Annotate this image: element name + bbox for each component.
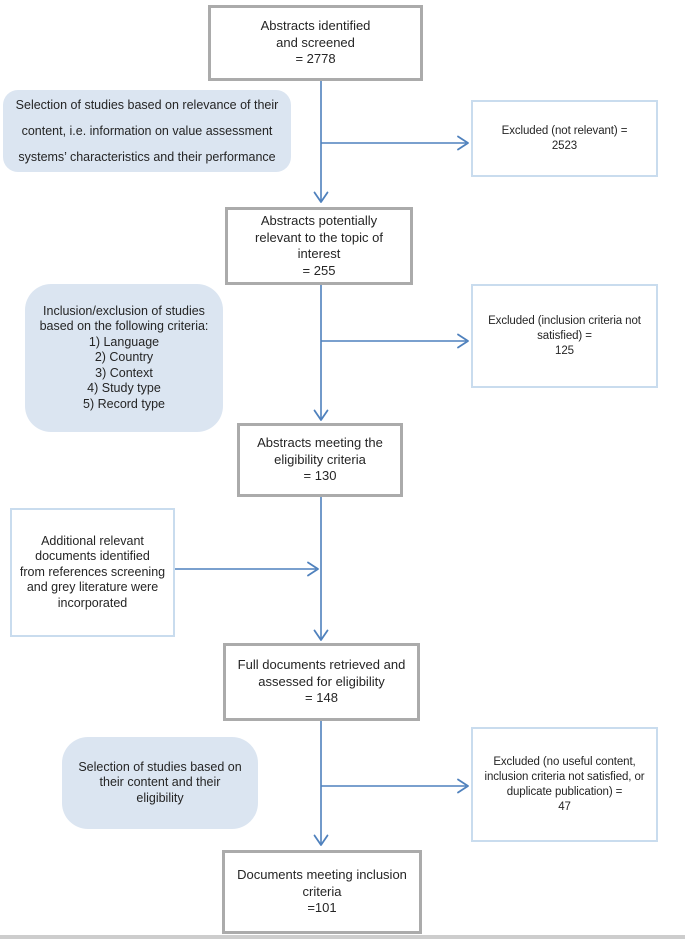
note-inclusion-exclusion-criteria: Inclusion/exclusion of studies based on …: [25, 284, 223, 432]
box-documents-meeting-inclusion: Documents meeting inclusion criteria =10…: [222, 850, 422, 934]
box-documents-meeting-inclusion-text: Documents meeting inclusion criteria =10…: [237, 867, 407, 916]
arrow-full-documents-to-inclusion: [313, 721, 329, 846]
box-excluded-criteria-not-satisfied-text: Excluded (inclusion criteria not satisfi…: [488, 314, 641, 357]
box-excluded-no-useful-content-text: Excluded (no useful content, inclusion c…: [484, 755, 645, 813]
box-excluded-not-relevant-text: Excluded (not relevant) = 2523: [501, 124, 628, 152]
box-excluded-not-relevant: Excluded (not relevant) = 2523: [471, 100, 658, 177]
box-additional-documents: Additional relevant documents identified…: [10, 508, 175, 637]
box-abstracts-meeting-eligibility-text: Abstracts meeting the eligibility criter…: [257, 435, 383, 484]
box-abstracts-potentially-relevant: Abstracts potentially relevant to the to…: [225, 207, 413, 285]
box-excluded-criteria-not-satisfied: Excluded (inclusion criteria not satisfi…: [471, 284, 658, 388]
box-abstracts-identified: Abstracts identified and screened = 2778: [208, 5, 423, 81]
box-abstracts-identified-text: Abstracts identified and screened = 2778: [260, 18, 371, 67]
note-selection-by-content-text: Selection of studies based on their cont…: [78, 759, 242, 805]
arrow-branch-to-excluded-3: [321, 778, 469, 794]
arrow-identified-to-potentially: [313, 80, 329, 203]
arrow-branch-to-excluded-2: [321, 333, 469, 349]
note-selection-by-relevance: Selection of studies based on relevance …: [3, 90, 291, 172]
arrow-potentially-to-eligibility: [313, 285, 329, 421]
note-selection-by-content: Selection of studies based on their cont…: [62, 737, 258, 829]
box-additional-documents-text: Additional relevant documents identified…: [19, 533, 166, 610]
box-abstracts-potentially-relevant-text: Abstracts potentially relevant to the to…: [255, 213, 383, 278]
page-bottom-edge: [0, 935, 685, 939]
box-excluded-no-useful-content: Excluded (no useful content, inclusion c…: [471, 727, 658, 842]
arrow-eligibility-to-full-documents: [313, 497, 329, 641]
box-full-documents-retrieved-text: Full documents retrieved and assessed fo…: [237, 657, 406, 706]
box-abstracts-meeting-eligibility: Abstracts meeting the eligibility criter…: [237, 423, 403, 497]
arrow-branch-to-excluded-1: [321, 135, 469, 151]
note-selection-by-relevance-text: Selection of studies based on relevance …: [15, 98, 279, 164]
arrow-additional-into-flow: [175, 561, 319, 577]
box-full-documents-retrieved: Full documents retrieved and assessed fo…: [223, 643, 420, 721]
note-inclusion-exclusion-criteria-text: Inclusion/exclusion of studies based on …: [39, 303, 209, 411]
